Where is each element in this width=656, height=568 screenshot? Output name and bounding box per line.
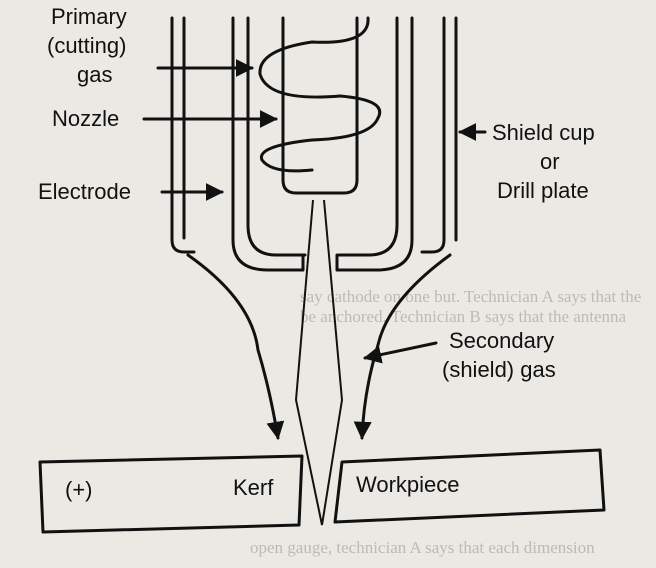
- secondary-gas-line-2: (shield) gas: [442, 357, 556, 382]
- shield-cup-line-1: Shield cup: [492, 120, 595, 145]
- shield-cup-line-2: or: [540, 149, 560, 174]
- label-electrode: Electrode: [38, 179, 131, 204]
- primary-gas-line-1: Primary: [51, 4, 127, 29]
- label-primary-gas: Primary (cutting) gas: [47, 4, 127, 87]
- label-workpiece: Workpiece: [356, 472, 460, 497]
- workpiece-left: [38, 454, 304, 534]
- shield-cup: [170, 16, 458, 254]
- shield-cup-line-3: Drill plate: [497, 178, 589, 203]
- leader-arrows: [142, 59, 487, 364]
- label-secondary-gas: Secondary (shield) gas: [442, 328, 556, 382]
- bleed-line-3: open gauge, technician A says that each …: [250, 538, 595, 557]
- label-kerf: Kerf: [233, 475, 274, 500]
- workpiece-right: [333, 448, 606, 524]
- label-shield-cup: Shield cup or Drill plate: [492, 120, 595, 203]
- secondary-gas-arrow: [363, 341, 438, 364]
- secondary-gas-flow: [186, 253, 452, 440]
- label-polarity: (+): [65, 477, 93, 502]
- nozzle: [231, 16, 414, 272]
- electrode: [281, 16, 359, 195]
- plasma-arc: [294, 199, 344, 526]
- bleed-line-1: say cathode on one but. Technician A say…: [300, 287, 641, 306]
- primary-gas-line-3: gas: [77, 62, 112, 87]
- secondary-gas-line-1: Secondary: [449, 328, 554, 353]
- primary-gas-swirl: [258, 16, 382, 173]
- background-bleed-text: say cathode on one but. Technician A say…: [250, 287, 641, 557]
- bleed-line-2: be anchored. Technician B says that the …: [300, 307, 627, 326]
- label-nozzle: Nozzle: [52, 106, 119, 131]
- primary-gas-line-2: (cutting): [47, 33, 126, 58]
